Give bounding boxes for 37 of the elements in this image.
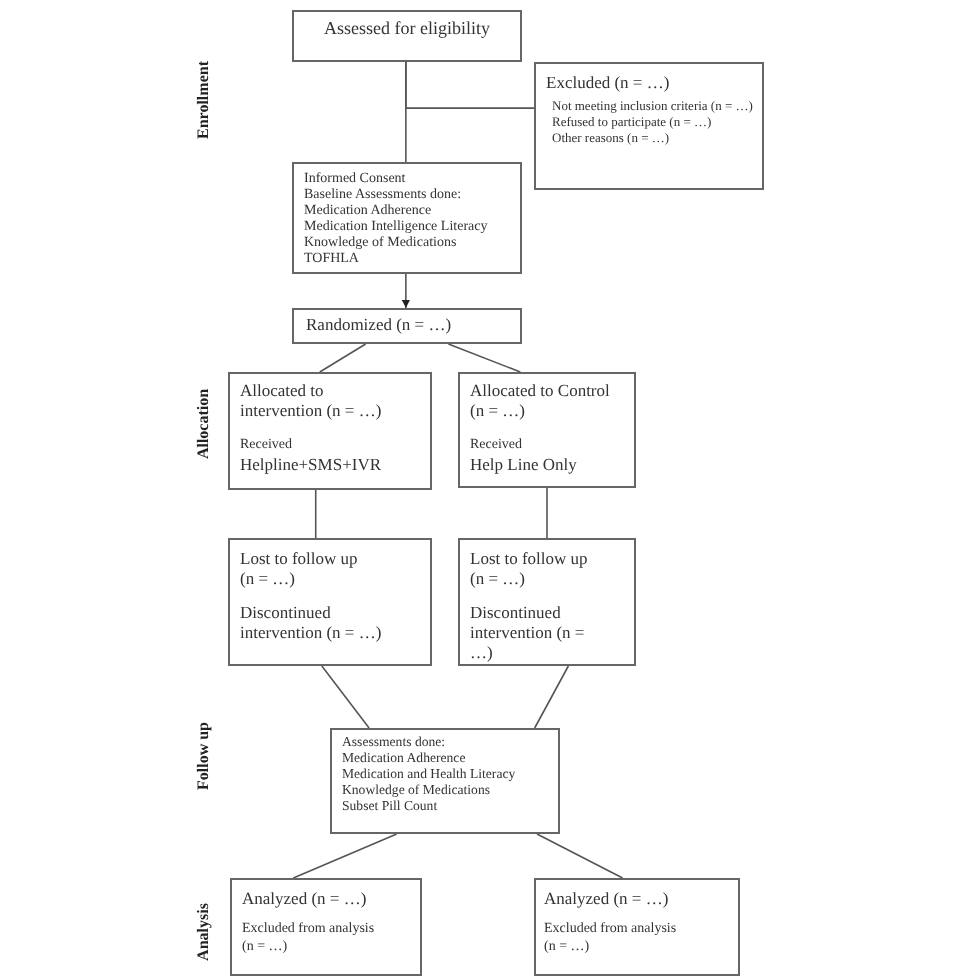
box-text: Analyzed (n = …) [544, 888, 671, 908]
process-box [228, 372, 432, 490]
box-text: Helpline+SMS+IVR [240, 454, 384, 474]
phase-label: Allocation [192, 388, 214, 460]
process-box [458, 372, 636, 488]
process-box [292, 162, 522, 274]
arrow [401, 273, 410, 309]
process-box [534, 878, 740, 976]
connector-line [319, 343, 367, 373]
box-text: Assessed for eligibility [322, 18, 492, 38]
connector-line [314, 489, 317, 539]
box-text: Randomized (n = …) [306, 314, 454, 334]
connector-line [405, 61, 535, 109]
box-text: Lost to follow up (n = …) [240, 548, 360, 588]
process-box [292, 10, 522, 62]
phase-label: Follow up [192, 722, 214, 790]
connector-line [292, 833, 398, 879]
phase-label: Analysis [192, 903, 214, 961]
process-box [534, 62, 764, 190]
process-box [330, 728, 560, 834]
box-text: Lost to follow up (n = …) [470, 548, 590, 588]
box-text: Discontinued intervention (n = …) [240, 602, 384, 642]
phase-label: Enrollment [192, 61, 214, 139]
connector-line [321, 665, 370, 729]
box-text: Allocated to intervention (n = …) [240, 380, 384, 420]
box-text: Discontinued intervention (n = …) [470, 602, 587, 662]
process-box [458, 538, 636, 666]
box-text: Allocated to Control (n = …) [470, 380, 610, 420]
process-box [292, 308, 522, 344]
box-text: Analyzed (n = …) [242, 888, 369, 908]
connector-line [536, 833, 624, 879]
box-text: Help Line Only [470, 454, 579, 474]
connector-line [546, 487, 548, 539]
process-box [230, 878, 422, 976]
connector-line [533, 665, 570, 729]
process-box [228, 538, 432, 666]
box-text: Excluded (n = …) [546, 72, 672, 92]
